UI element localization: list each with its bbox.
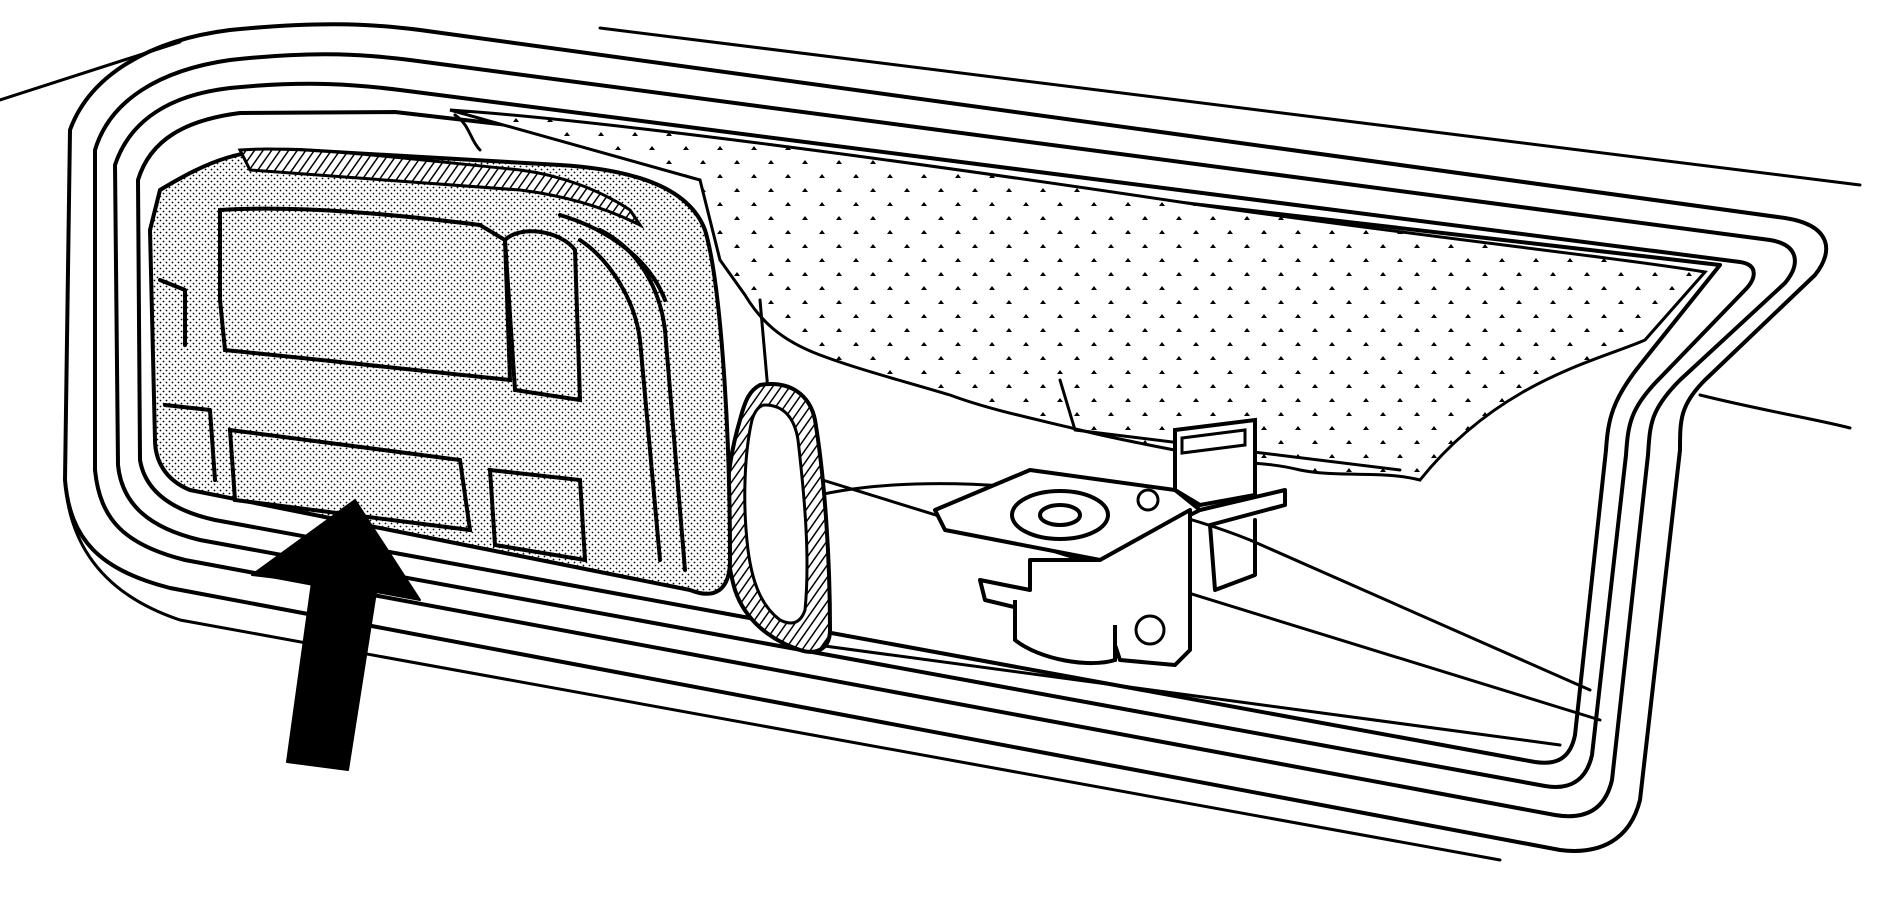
- carpet-lining: [449, 108, 1708, 482]
- tool-bag: [148, 147, 732, 596]
- compartment-flange: [63, 22, 1829, 853]
- jack-assembly: [933, 417, 1287, 667]
- arrow-up-icon: [251, 499, 421, 771]
